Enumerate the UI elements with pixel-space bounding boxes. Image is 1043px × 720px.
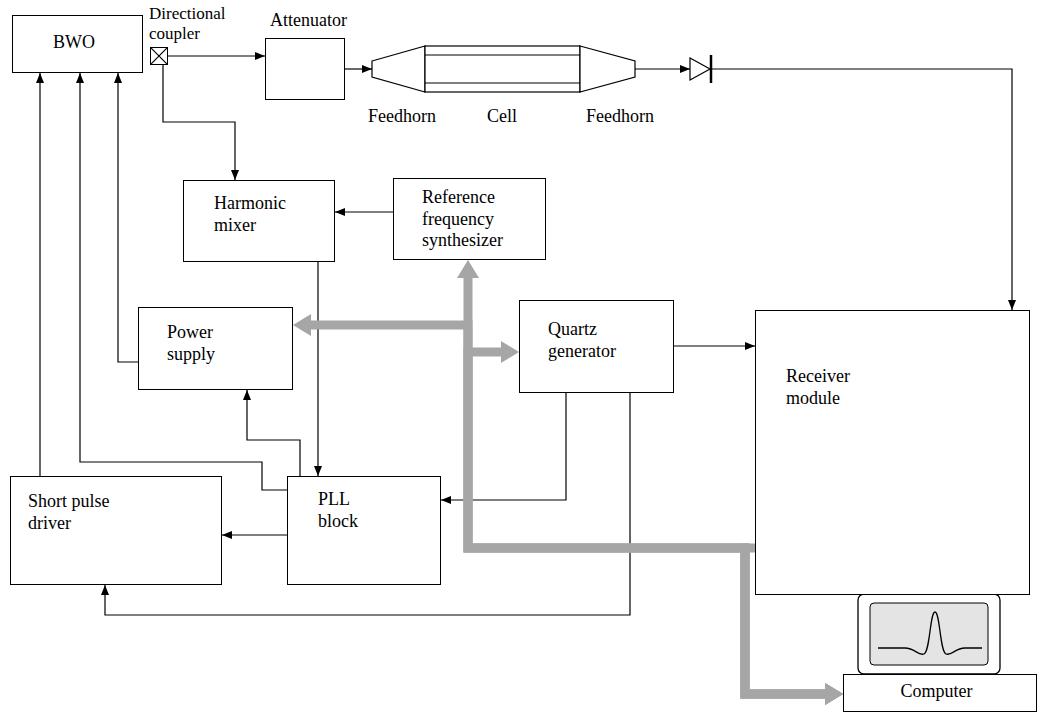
beam-line [635,68,690,69]
part-label: Cell [487,106,517,128]
node-text: Reference frequency synthesizer [422,187,522,252]
detector-diode [690,58,710,80]
node-text: Power supply [167,322,247,365]
signal-connector [317,262,318,476]
signal-connector [222,534,287,535]
signal-connector [168,55,265,56]
computer-base: Computer [843,674,1037,712]
signal-connector [118,73,138,362]
node-text: Short pulse driver [28,491,138,534]
bwo-box: BWO [12,15,143,73]
signal-connector [441,393,566,500]
process-box: Quartz generator [519,300,674,393]
signal-connector [80,73,287,490]
signal-wire [711,69,1012,310]
cell-wall [425,55,580,56]
cell-wall [425,83,580,84]
attenuator-box: Attenuator [265,38,345,100]
label-text: Cell [487,106,517,128]
process-box: Short pulse driver [10,476,222,585]
feedhorn-symbol [372,46,425,92]
signal-connector [39,73,40,476]
monitor-frame [858,594,1000,674]
signal-connector [247,390,300,476]
part-label: Feedhorn [586,106,654,128]
coupler-box: Directional coupler [150,47,168,65]
part-label: Feedhorn [368,106,436,128]
feedhorn-symbol [580,46,635,92]
node-text: Directional coupler [149,4,249,45]
label-text: Feedhorn [586,106,654,128]
coupler-cross [151,48,167,64]
coupler-symbol [151,48,167,64]
node-text: Harmonic mixer [214,193,309,236]
node-text: Attenuator [270,10,370,32]
process-box: PLL block [287,476,441,585]
process-box: Receiver module [755,310,1030,595]
process-box: Power supply [138,307,293,390]
cell-symbol [425,46,580,92]
signal-connector [335,211,393,212]
process-box: Reference frequency synthesizer [393,178,546,260]
label-text: Feedhorn [368,106,436,128]
node-text: BWO [13,32,135,54]
node-text: PLL block [318,489,373,532]
node-text: Computer [844,681,1029,703]
node-text: Receiver module [786,366,886,409]
process-box: Harmonic mixer [183,180,335,262]
screen-signal [878,612,982,654]
signal-connector [163,65,235,180]
signal-connector [674,345,755,346]
beam-line [345,68,372,69]
monitor-screen [870,603,988,665]
node-text: Quartz generator [548,319,643,362]
